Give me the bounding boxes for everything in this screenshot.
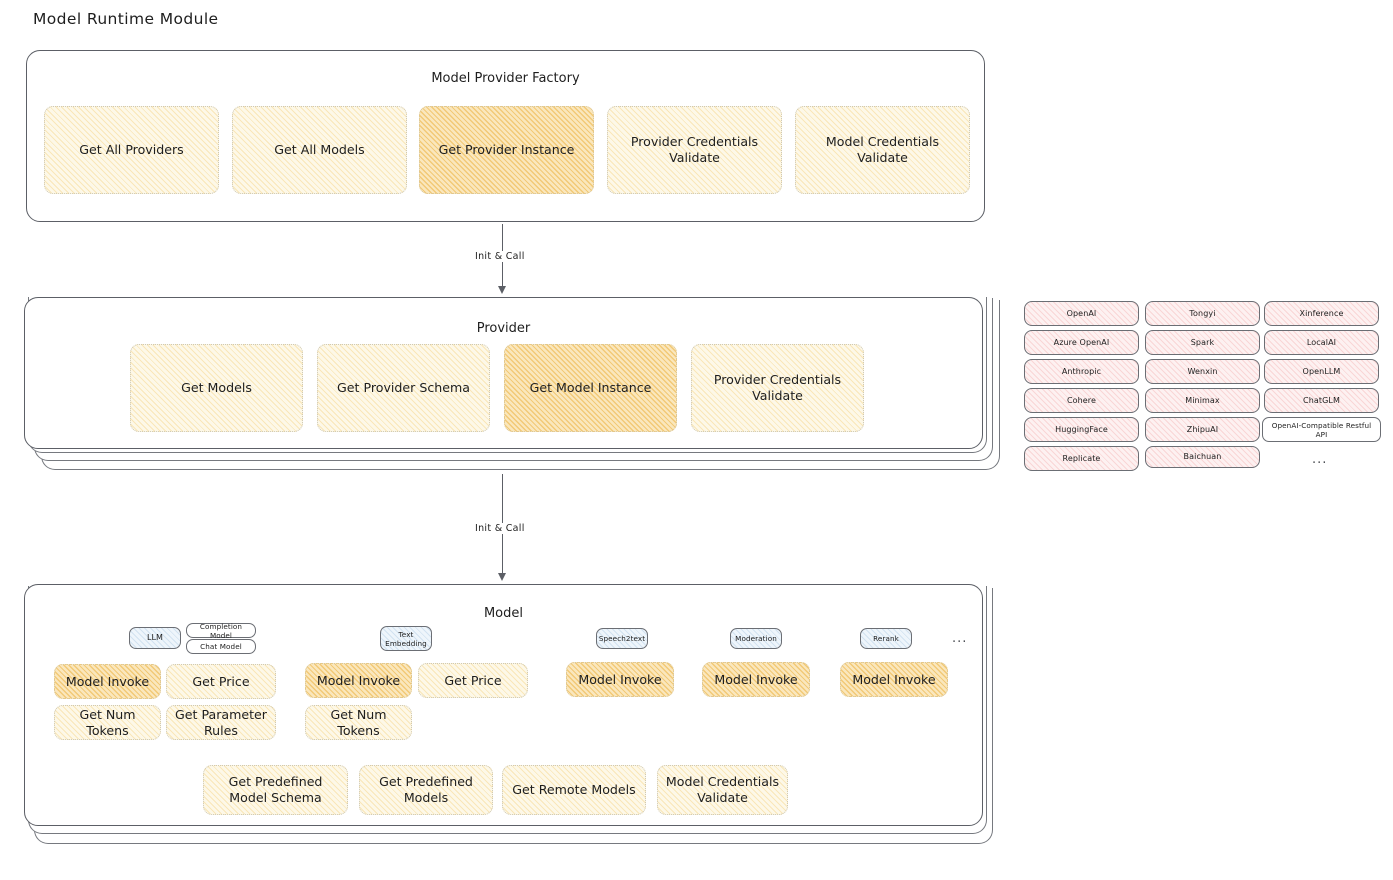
provider-chip-anthropic[interactable]: Anthropic [1024, 359, 1139, 384]
model-type-tag-llm[interactable]: LLM [129, 627, 181, 649]
provider-chip-openai-compatible-restful-api[interactable]: OpenAI-Compatible Restful API [1262, 417, 1381, 442]
arrow-factory-to-provider-head [498, 286, 506, 294]
provider-chip-openllm[interactable]: OpenLLM [1264, 359, 1379, 384]
provider-chip-openai[interactable]: OpenAI [1024, 301, 1139, 326]
llm-method-get-num-tokens[interactable]: Get Num Tokens [54, 705, 161, 740]
provider-chip-azure-openai[interactable]: Azure OpenAI [1024, 330, 1139, 355]
provider-node-get-provider-schema[interactable]: Get Provider Schema [317, 344, 490, 432]
provider-chip-wenxin[interactable]: Wenxin [1145, 359, 1260, 384]
arrow-provider-to-model-head [498, 573, 506, 581]
llm-method-get-price[interactable]: Get Price [166, 664, 276, 699]
model-common-model-credentials-validate[interactable]: Model Credentials Validate [657, 765, 788, 815]
llm-method-model-invoke[interactable]: Model Invoke [54, 664, 161, 699]
model-types-more-ellipsis: ... [952, 631, 968, 646]
model-common-get-remote-models[interactable]: Get Remote Models [502, 765, 646, 815]
provider-chip-spark[interactable]: Spark [1145, 330, 1260, 355]
text-embedding-method-get-num-tokens[interactable]: Get Num Tokens [305, 705, 412, 740]
model-provider-factory-title: Model Provider Factory [431, 71, 580, 86]
llm-method-get-parameter-rules[interactable]: Get Parameter Rules [166, 705, 276, 740]
provider-chip-localai[interactable]: LocalAI [1264, 330, 1379, 355]
provider-node-get-models[interactable]: Get Models [130, 344, 303, 432]
factory-node-get-all-models[interactable]: Get All Models [232, 106, 407, 194]
page-title: Model Runtime Module [33, 10, 219, 28]
text-embedding-method-get-price[interactable]: Get Price [418, 663, 528, 698]
model-type-tag-speech2text[interactable]: Speech2text [596, 628, 648, 649]
factory-node-provider-credentials-validate[interactable]: Provider Credentials Validate [607, 106, 782, 194]
factory-node-get-all-providers[interactable]: Get All Providers [44, 106, 219, 194]
provider-chip-cohere[interactable]: Cohere [1024, 388, 1139, 413]
rerank-method-model-invoke[interactable]: Model Invoke [840, 662, 948, 697]
provider-chip-minimax[interactable]: Minimax [1145, 388, 1260, 413]
model-type-tag-moderation[interactable]: Moderation [730, 628, 782, 649]
moderation-method-model-invoke[interactable]: Model Invoke [702, 662, 810, 697]
model-common-get-predefined-models[interactable]: Get Predefined Models [359, 765, 493, 815]
arrow-factory-to-provider-label: Init & Call [471, 251, 529, 262]
model-type-tag-text-embedding[interactable]: Text Embedding [380, 626, 432, 651]
factory-node-model-credentials-validate[interactable]: Model Credentials Validate [795, 106, 970, 194]
provider-node-get-model-instance[interactable]: Get Model Instance [504, 344, 677, 432]
model-type-tag-rerank[interactable]: Rerank [860, 628, 912, 649]
provider-chip-huggingface[interactable]: HuggingFace [1024, 417, 1139, 442]
provider-chip-tongyi[interactable]: Tongyi [1145, 301, 1260, 326]
arrow-provider-to-model-label: Init & Call [471, 523, 529, 534]
provider-chip-chatglm[interactable]: ChatGLM [1264, 388, 1379, 413]
text-embedding-method-model-invoke[interactable]: Model Invoke [305, 663, 412, 698]
model-title: Model [483, 606, 524, 621]
factory-node-get-provider-instance[interactable]: Get Provider Instance [419, 106, 594, 194]
model-subtag-completion-model[interactable]: Completion Model [186, 622, 256, 640]
speech2text-method-model-invoke[interactable]: Model Invoke [566, 662, 674, 697]
provider-chip-zhipuai[interactable]: ZhipuAI [1145, 417, 1260, 442]
provider-chip-xinference[interactable]: Xinference [1264, 301, 1379, 326]
provider-node-provider-credentials-validate[interactable]: Provider Credentials Validate [691, 344, 864, 432]
provider-list-more-ellipsis: ... [1312, 452, 1328, 467]
model-subtag-chat-model[interactable]: Chat Model [186, 639, 256, 654]
model-common-get-predefined-model-schema[interactable]: Get Predefined Model Schema [203, 765, 348, 815]
provider-chip-replicate[interactable]: Replicate [1024, 446, 1139, 471]
provider-chip-baichuan[interactable]: Baichuan [1145, 446, 1260, 468]
provider-title: Provider [476, 321, 531, 336]
